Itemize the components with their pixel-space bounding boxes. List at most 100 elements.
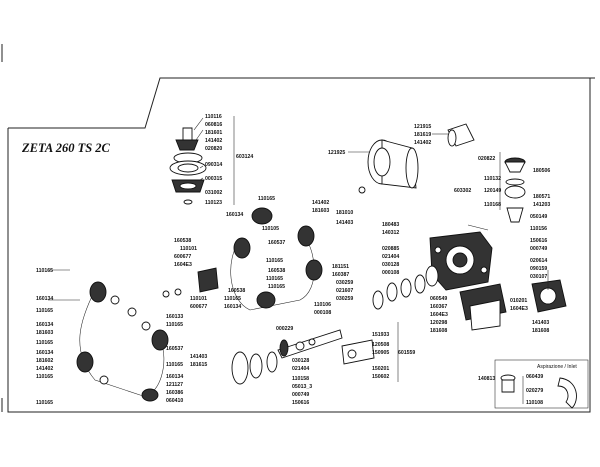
part-number-callout: 110101 — [180, 246, 197, 252]
part-number-callout: 1604E3 — [174, 262, 192, 268]
part-number-callout: 05013_3 — [292, 384, 312, 390]
part-number-callout: 150616 — [530, 238, 547, 244]
valve-assembly-right — [504, 157, 526, 223]
part-number-callout: 160134 — [36, 296, 53, 302]
part-number-callout: 121127 — [166, 382, 183, 388]
part-number-callout: 181010 — [336, 210, 353, 216]
part-number-callout: 160134 — [36, 322, 53, 328]
part-number-callout: 181151 — [332, 264, 349, 270]
part-number-callout: 110165 — [36, 308, 53, 314]
part-number-callout: 000749 — [530, 246, 547, 252]
inlet-elbow — [500, 374, 577, 409]
gearbox-right — [531, 279, 567, 313]
part-number-callout: 120298 — [430, 320, 447, 326]
part-number-callout: 160538 — [228, 288, 245, 294]
part-number-callout: 030259 — [336, 280, 353, 286]
part-number-callout: 160133 — [166, 314, 183, 320]
part-number-callout: 110165 — [36, 400, 53, 406]
part-number-callout: 031002 — [205, 190, 222, 196]
part-number-callout: 160387 — [332, 272, 349, 278]
part-number-callout: 181619 — [414, 132, 431, 138]
part-number-callout: 141403 — [532, 320, 549, 326]
part-number-callout: 181603 — [36, 330, 53, 336]
part-number-callout: 180506 — [533, 168, 550, 174]
part-number-callout: 110108 — [526, 400, 543, 406]
part-number-callout: 600677 — [174, 254, 191, 260]
pump-body — [429, 231, 493, 291]
part-number-callout: 141203 — [533, 202, 550, 208]
part-number-callout: 603302 — [454, 188, 471, 194]
part-number-callout: 181615 — [190, 362, 207, 368]
part-number-callout: 150201 — [372, 366, 389, 372]
part-number-callout: 110165 — [258, 196, 275, 202]
model-title: ZETA 260 TS 2C — [21, 141, 111, 155]
part-number-callout: 110165 — [266, 276, 283, 282]
part-number-callout: 141403 — [190, 354, 207, 360]
part-number-callout: 030107 — [530, 274, 547, 280]
leader-lines — [48, 116, 549, 404]
part-number-callout: 141403 — [336, 220, 353, 226]
crankcase — [459, 283, 507, 331]
part-number-callout: 160537 — [166, 346, 183, 352]
part-number-callout: 181608 — [430, 328, 447, 334]
part-number-callout: 030128 — [382, 262, 399, 268]
part-number-callout: 160367 — [430, 304, 447, 310]
part-number-callout: 150616 — [292, 400, 309, 406]
piston-flange — [341, 339, 375, 365]
part-number-callout: 020820 — [205, 146, 222, 152]
part-number-callout: 060410 — [166, 398, 183, 404]
part-number-callout: 1604E3 — [430, 312, 448, 318]
part-number-callout: 151933 — [372, 332, 389, 338]
part-number-callout: 000108 — [314, 310, 331, 316]
part-number-callout: 121925 — [328, 150, 345, 156]
drawing-frame — [7, 77, 595, 413]
part-number-callout: 110165 — [36, 268, 53, 274]
part-number-callout: 140312 — [382, 230, 399, 236]
part-number-callout: 1604E3 — [510, 306, 528, 312]
part-number-callout: 020822 — [478, 156, 495, 162]
part-number-callout: 160538 — [268, 268, 285, 274]
part-number-callout: 021404 — [292, 366, 309, 372]
part-number-callout: 141402 — [312, 200, 329, 206]
part-number-callout: 150905 — [372, 350, 389, 356]
part-number-callout: 000108 — [382, 270, 399, 276]
part-number-callout: 160538 — [174, 238, 191, 244]
manifold-left — [76, 281, 169, 402]
part-number-callout: 021607 — [336, 288, 353, 294]
part-number-callout: 020279 — [526, 388, 543, 394]
part-number-callout: 010201 — [510, 298, 527, 304]
part-number-callout: 181608 — [532, 328, 549, 334]
part-number-callout: 110168 — [484, 202, 501, 208]
part-number-callout: 160134 — [36, 350, 53, 356]
part-number-callout: 181602 — [36, 358, 53, 364]
part-number-callout: 000749 — [292, 392, 309, 398]
inlet-box — [494, 359, 589, 409]
part-number-callout: 030259 — [336, 296, 353, 302]
part-number-callout: 110165 — [266, 258, 283, 264]
part-number-callout: 050149 — [530, 214, 547, 220]
part-number-callout: 121915 — [414, 124, 431, 130]
suction-cover — [358, 139, 419, 194]
part-number-callout: 110165 — [166, 322, 183, 328]
part-number-callout: 020614 — [530, 258, 547, 264]
part-number-callout: 141402 — [36, 366, 53, 372]
part-number-callout: 120149 — [484, 188, 501, 194]
part-number-callout: 141402 — [414, 140, 431, 146]
part-number-callout: 020885 — [382, 246, 399, 252]
part-number-callout: 160134 — [166, 374, 183, 380]
part-number-callout: 141402 — [205, 138, 222, 144]
part-number-callout: 090314 — [205, 162, 222, 168]
ring-series — [372, 265, 439, 310]
part-number-callout: 601559 — [398, 350, 415, 356]
part-number-callout: 030128 — [292, 358, 309, 364]
part-number-callout: 110156 — [530, 226, 547, 232]
elbow-fitting — [447, 123, 475, 147]
part-number-callout: 110132 — [484, 176, 501, 182]
part-number-callout: 180571 — [533, 194, 550, 200]
part-number-callout: 110165 — [36, 374, 53, 380]
manifold-center — [230, 207, 323, 311]
part-number-callout: 160386 — [166, 390, 183, 396]
part-number-callout: 160134 — [224, 304, 241, 310]
valve-group-left — [162, 267, 219, 298]
